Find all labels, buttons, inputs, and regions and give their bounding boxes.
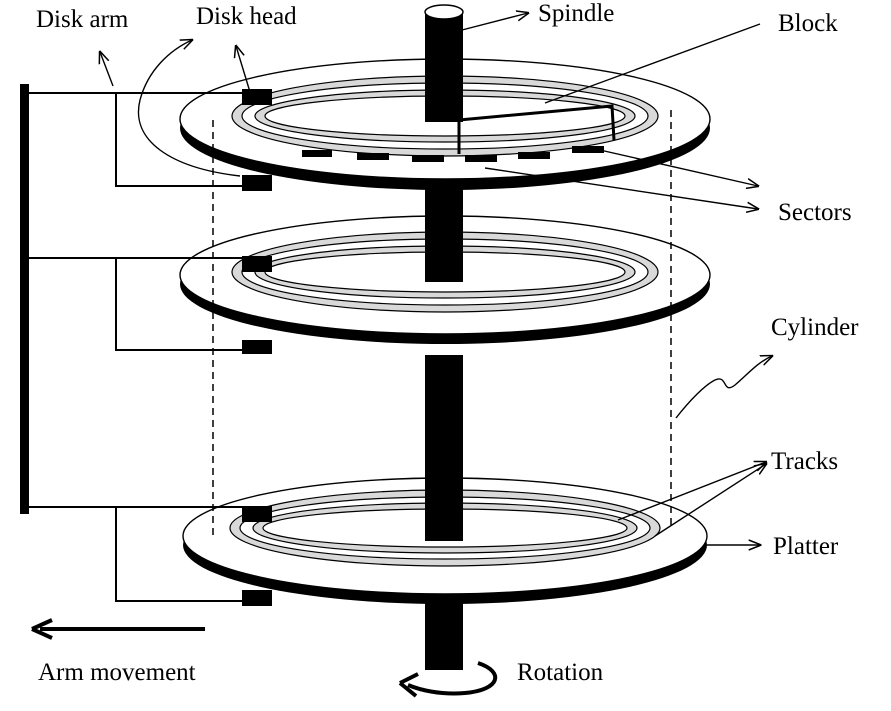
leader-lines — [100, 13, 772, 545]
disk-heads — [242, 89, 272, 606]
spindle-top — [424, 4, 464, 122]
label-cylinder: Cylinder — [771, 314, 859, 341]
label-rotation: Rotation — [517, 659, 604, 686]
label-arm-movement: Arm movement — [38, 659, 196, 686]
label-platter: Platter — [773, 533, 839, 560]
label-block: Block — [778, 10, 838, 37]
label-spindle: Spindle — [538, 0, 614, 27]
rotation-arrow — [398, 661, 498, 698]
sector-marks — [302, 146, 604, 162]
spindle-middle-lower — [425, 355, 463, 541]
arm-movement-arrow — [31, 618, 205, 640]
label-sectors: Sectors — [778, 199, 852, 226]
arm-assembly — [20, 84, 272, 606]
label-tracks: Tracks — [771, 448, 838, 475]
actuator-bar — [20, 84, 29, 514]
label-disk-head: Disk head — [196, 3, 297, 30]
spindle-middle-upper — [425, 186, 463, 282]
block-wedge — [457, 104, 616, 154]
label-disk-arm: Disk arm — [36, 6, 129, 33]
